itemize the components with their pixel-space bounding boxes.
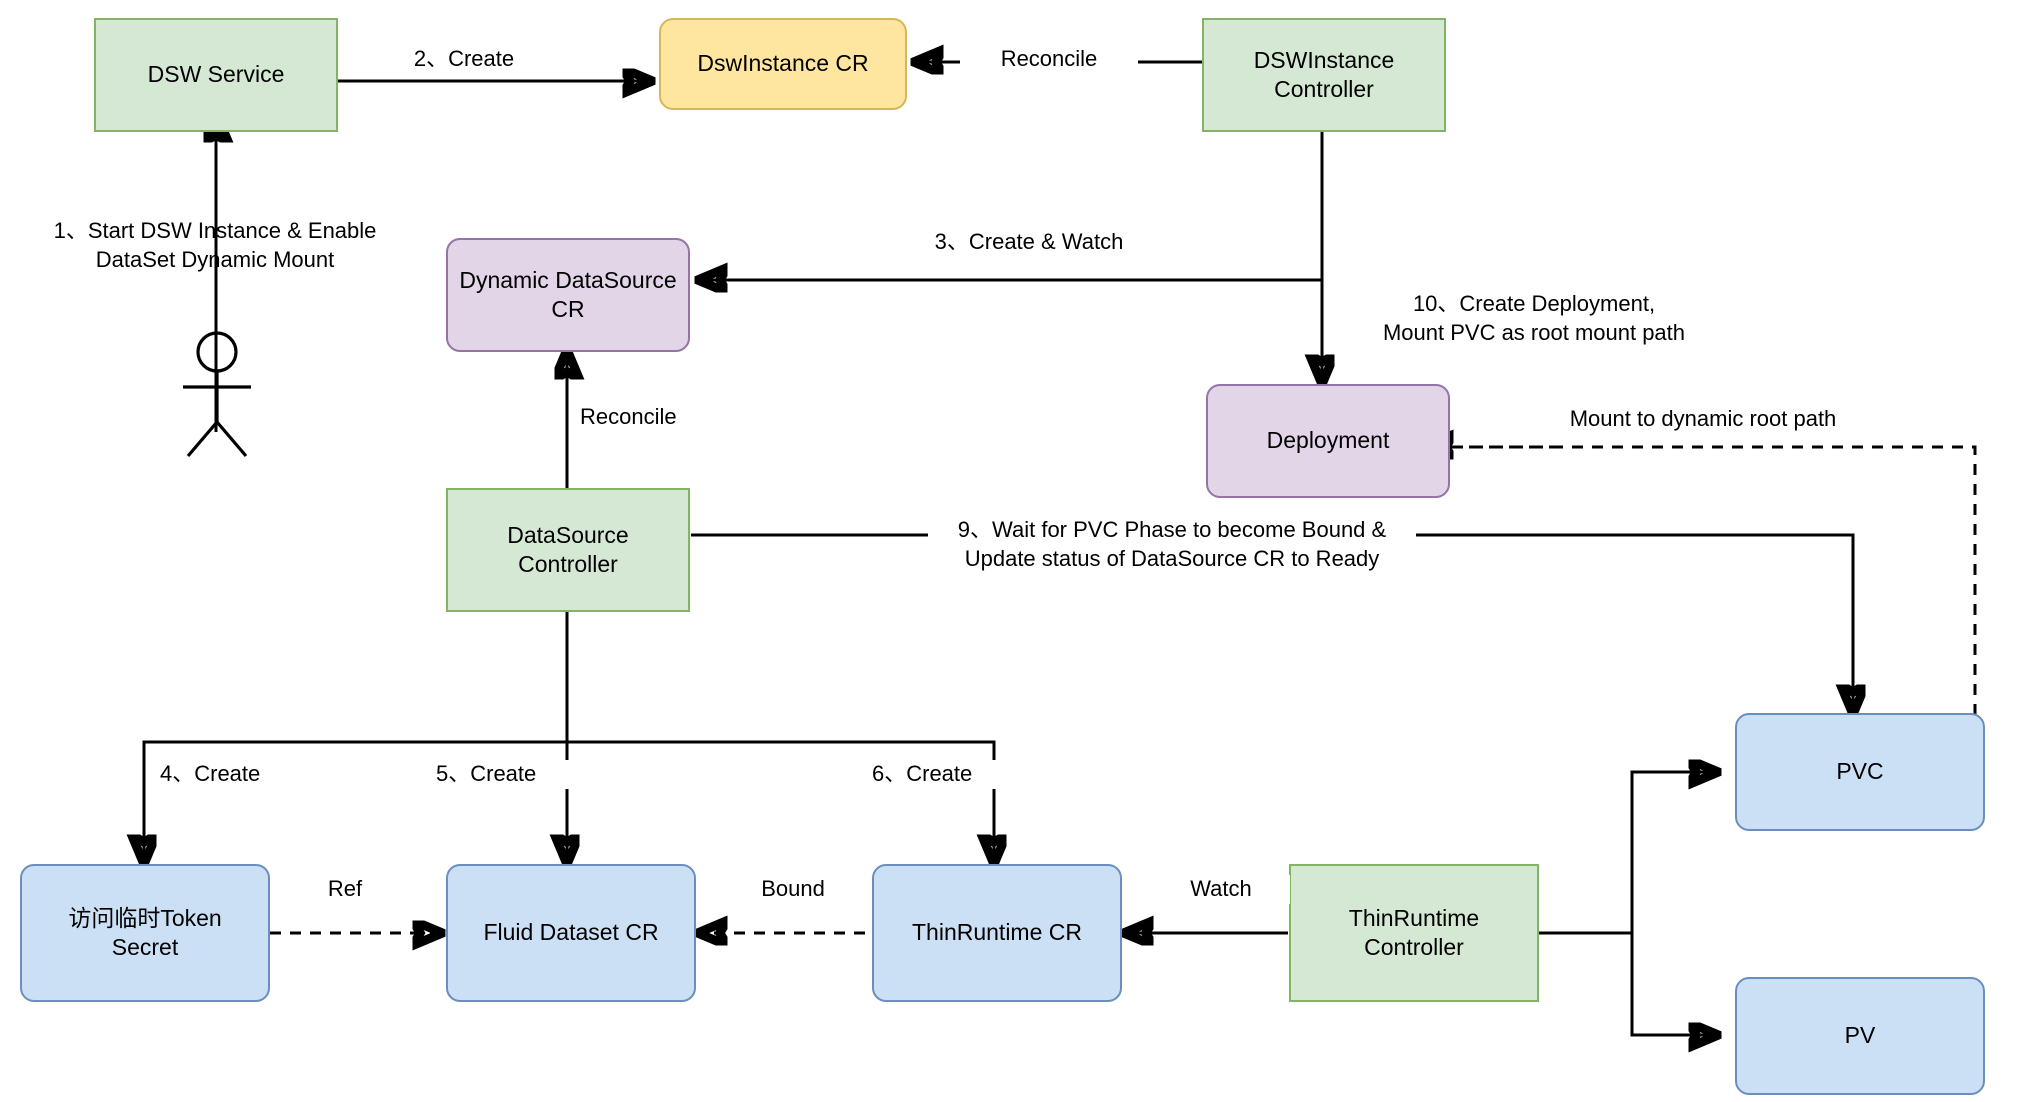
node-token-secret[interactable]: 访问临时Token Secret: [20, 864, 270, 1002]
node-dynamic-datasource-cr[interactable]: Dynamic DataSource CR: [446, 238, 690, 352]
edge-label-ref: Ref: [296, 875, 394, 904]
edge-label-reconcile-datasource: Reconcile: [576, 403, 734, 432]
user-actor: [183, 331, 251, 458]
edge-label-watch: Watch: [1152, 875, 1290, 904]
connector-thinruntime-controller-to-pv: [1630, 933, 1716, 1037]
actor-left-leg-line: [186, 420, 219, 458]
node-dswinstance-controller[interactable]: DSWInstance Controller: [1202, 18, 1446, 132]
edge-label-bound: Bound: [724, 875, 862, 904]
node-pvc[interactable]: PVC: [1735, 713, 1985, 831]
node-dswinstance-cr[interactable]: DswInstance CR: [659, 18, 907, 110]
edge-label-create-deployment: 10、Create Deployment, Mount PVC as root …: [1382, 291, 1686, 345]
node-dsw-service[interactable]: DSW Service: [94, 18, 338, 132]
edge-label-wait-for-pvc-bound: 9、Wait for PVC Phase to become Bound & U…: [928, 516, 1416, 574]
edge-label-start-dsw-instance: 1、Start DSW Instance & Enable DataSet Dy…: [53, 218, 377, 272]
edge-label-create-thinruntime-cr: 6、Create: [868, 760, 1026, 789]
edge-label-reconcile-dswinstance: Reconcile: [960, 45, 1138, 74]
actor-right-leg-line: [215, 420, 248, 458]
node-fluid-dataset-cr[interactable]: Fluid Dataset CR: [446, 864, 696, 1002]
connector-pvc-to-deployment: [1426, 445, 1977, 775]
actor-head-icon: [196, 331, 238, 373]
edge-label-create-dswinstance-cr: 2、Create: [390, 45, 538, 74]
edge-label-mount-dynamic-root-path: Mount to dynamic root path: [1569, 406, 1837, 431]
edge-label-create-and-watch: 3、Create & Watch: [890, 228, 1168, 257]
connector-thinruntime-controller-to-pvc: [1536, 770, 1716, 935]
node-deployment[interactable]: Deployment: [1206, 384, 1450, 498]
node-pv[interactable]: PV: [1735, 977, 1985, 1095]
node-thinruntime-cr[interactable]: ThinRuntime CR: [872, 864, 1122, 1002]
node-thinruntime-controller[interactable]: ThinRuntime Controller: [1289, 864, 1539, 1002]
edge-label-create-token-secret: 4、Create: [156, 760, 314, 789]
node-datasource-controller[interactable]: DataSource Controller: [446, 488, 690, 612]
edge-label-create-fluid-dataset: 5、Create: [432, 760, 590, 789]
